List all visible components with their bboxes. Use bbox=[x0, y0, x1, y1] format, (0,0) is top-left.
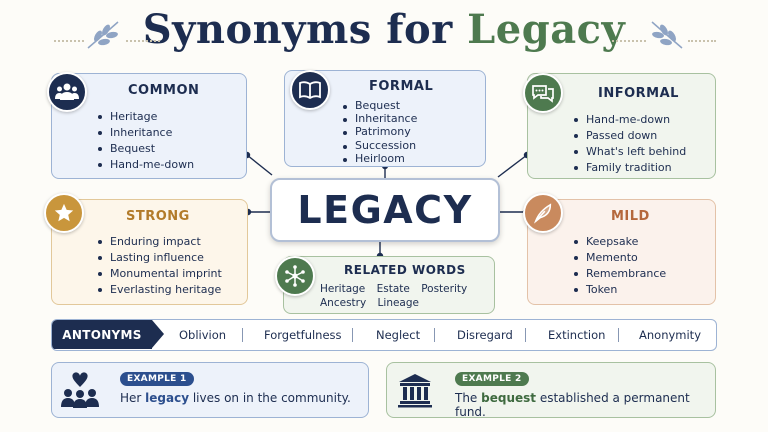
related-row-2: Ancestry Lineage bbox=[320, 297, 427, 309]
informal-item: Passed down bbox=[572, 128, 686, 144]
title-part-2: Legacy bbox=[467, 6, 626, 53]
example-1-after: lives on in the community. bbox=[189, 391, 351, 405]
informal-item: Family tradition bbox=[572, 160, 686, 176]
mild-item: Memento bbox=[572, 250, 666, 266]
left-dotted-rule-2 bbox=[126, 40, 160, 42]
formal-item: Bequest bbox=[341, 99, 417, 112]
mild-item: Remembrance bbox=[572, 266, 666, 282]
formal-item: Heirloom bbox=[341, 152, 417, 165]
example-1-keyword: legacy bbox=[145, 391, 190, 405]
strong-card: STRONG Enduring impact Lasting influence… bbox=[51, 199, 248, 305]
strong-title: STRONG bbox=[126, 209, 190, 224]
common-list: Heritage Inheritance Bequest Hand-me-dow… bbox=[96, 109, 194, 173]
example-1-sentence: Her legacy lives on in the community. bbox=[120, 391, 351, 405]
related-word: Ancestry bbox=[320, 297, 367, 309]
antonym-separator bbox=[434, 328, 435, 342]
strong-item: Everlasting heritage bbox=[96, 282, 222, 298]
formal-list: Bequest Inheritance Patrimony Succession… bbox=[341, 99, 417, 165]
example-2-pill: EXAMPLE 2 bbox=[455, 372, 529, 386]
star-icon bbox=[44, 193, 84, 233]
common-item: Hand-me-down bbox=[96, 157, 194, 173]
left-dotted-rule bbox=[54, 40, 84, 42]
related-row-1: Heritage Estate Posterity bbox=[320, 283, 475, 295]
informal-title: INFORMAL bbox=[598, 86, 679, 101]
feather-icon bbox=[523, 193, 563, 233]
center-word-box: LEGACY bbox=[270, 178, 500, 242]
mild-title: MILD bbox=[611, 209, 650, 224]
informal-item: What's left behind bbox=[572, 144, 686, 160]
antonym-word: Disregard bbox=[457, 327, 513, 342]
antonym-word: Extinction bbox=[548, 327, 606, 342]
example-1-pill: EXAMPLE 1 bbox=[120, 372, 194, 386]
title-part-1: Synonyms for bbox=[142, 6, 453, 53]
antonym-separator bbox=[352, 328, 353, 342]
formal-item: Succession bbox=[341, 139, 417, 152]
formal-title: FORMAL bbox=[369, 79, 434, 94]
antonym-separator bbox=[525, 328, 526, 342]
antonym-word: Forgetfulness bbox=[264, 327, 342, 342]
example-1-before: Her bbox=[120, 391, 146, 405]
antonyms-label: ANTONYMS bbox=[52, 320, 152, 349]
antonym-word: Neglect bbox=[376, 327, 421, 342]
strong-item: Enduring impact bbox=[96, 234, 222, 250]
strong-item: Monumental imprint bbox=[96, 266, 222, 282]
common-item: Inheritance bbox=[96, 125, 194, 141]
page-title: Synonyms for Legacy bbox=[0, 6, 768, 53]
related-word: Estate bbox=[376, 283, 410, 295]
example-2-card: EXAMPLE 2 The bequest established a perm… bbox=[386, 362, 716, 419]
related-words-title: RELATED WORDS bbox=[344, 263, 466, 277]
strong-item: Lasting influence bbox=[96, 250, 222, 266]
community-icon bbox=[61, 372, 99, 408]
antonyms-arrow bbox=[152, 320, 164, 348]
antonym-separator bbox=[242, 328, 243, 342]
example-1-card: EXAMPLE 1 Her legacy lives on in the com… bbox=[51, 362, 369, 418]
related-words-card: RELATED WORDS Heritage Estate Posterity … bbox=[283, 256, 495, 314]
left-sprig-icon bbox=[87, 21, 119, 49]
related-word: Posterity bbox=[421, 283, 468, 295]
strong-list: Enduring impact Lasting influence Monume… bbox=[96, 234, 222, 298]
common-item: Bequest bbox=[96, 141, 194, 157]
right-dotted-rule-2 bbox=[688, 40, 716, 42]
book-icon bbox=[290, 70, 330, 110]
network-icon bbox=[275, 256, 315, 296]
antonym-separator bbox=[618, 328, 619, 342]
chat-icon bbox=[523, 73, 563, 113]
bank-icon bbox=[398, 374, 432, 408]
related-word: Lineage bbox=[377, 297, 419, 309]
formal-item: Patrimony bbox=[341, 125, 417, 138]
antonym-word: Anonymity bbox=[639, 327, 701, 342]
formal-item: Inheritance bbox=[341, 112, 417, 125]
related-word: Heritage bbox=[320, 283, 366, 295]
informal-list: Hand-me-down Passed down What's left beh… bbox=[572, 112, 686, 176]
example-2-before: The bbox=[455, 391, 482, 405]
common-card: COMMON Heritage Inheritance Bequest Hand… bbox=[51, 73, 247, 179]
example-2-sentence: The bequest established a permanent fund… bbox=[455, 391, 715, 419]
example-2-keyword: bequest bbox=[481, 391, 537, 405]
right-sprig-icon bbox=[651, 21, 683, 49]
mild-item: Keepsake bbox=[572, 234, 666, 250]
mild-item: Token bbox=[572, 282, 666, 298]
center-word: LEGACY bbox=[297, 188, 473, 232]
antonym-word: Oblivion bbox=[179, 327, 227, 342]
informal-item: Hand-me-down bbox=[572, 112, 686, 128]
right-dotted-rule bbox=[612, 40, 646, 42]
common-title: COMMON bbox=[128, 83, 200, 98]
people-icon bbox=[47, 72, 87, 112]
antonyms-bar: ANTONYMS Oblivion Forgetfulness Neglect … bbox=[51, 319, 717, 351]
example-2-after: established a permanent fund. bbox=[455, 391, 690, 419]
mild-list: Keepsake Memento Remembrance Token bbox=[572, 234, 666, 298]
common-item: Heritage bbox=[96, 109, 194, 125]
